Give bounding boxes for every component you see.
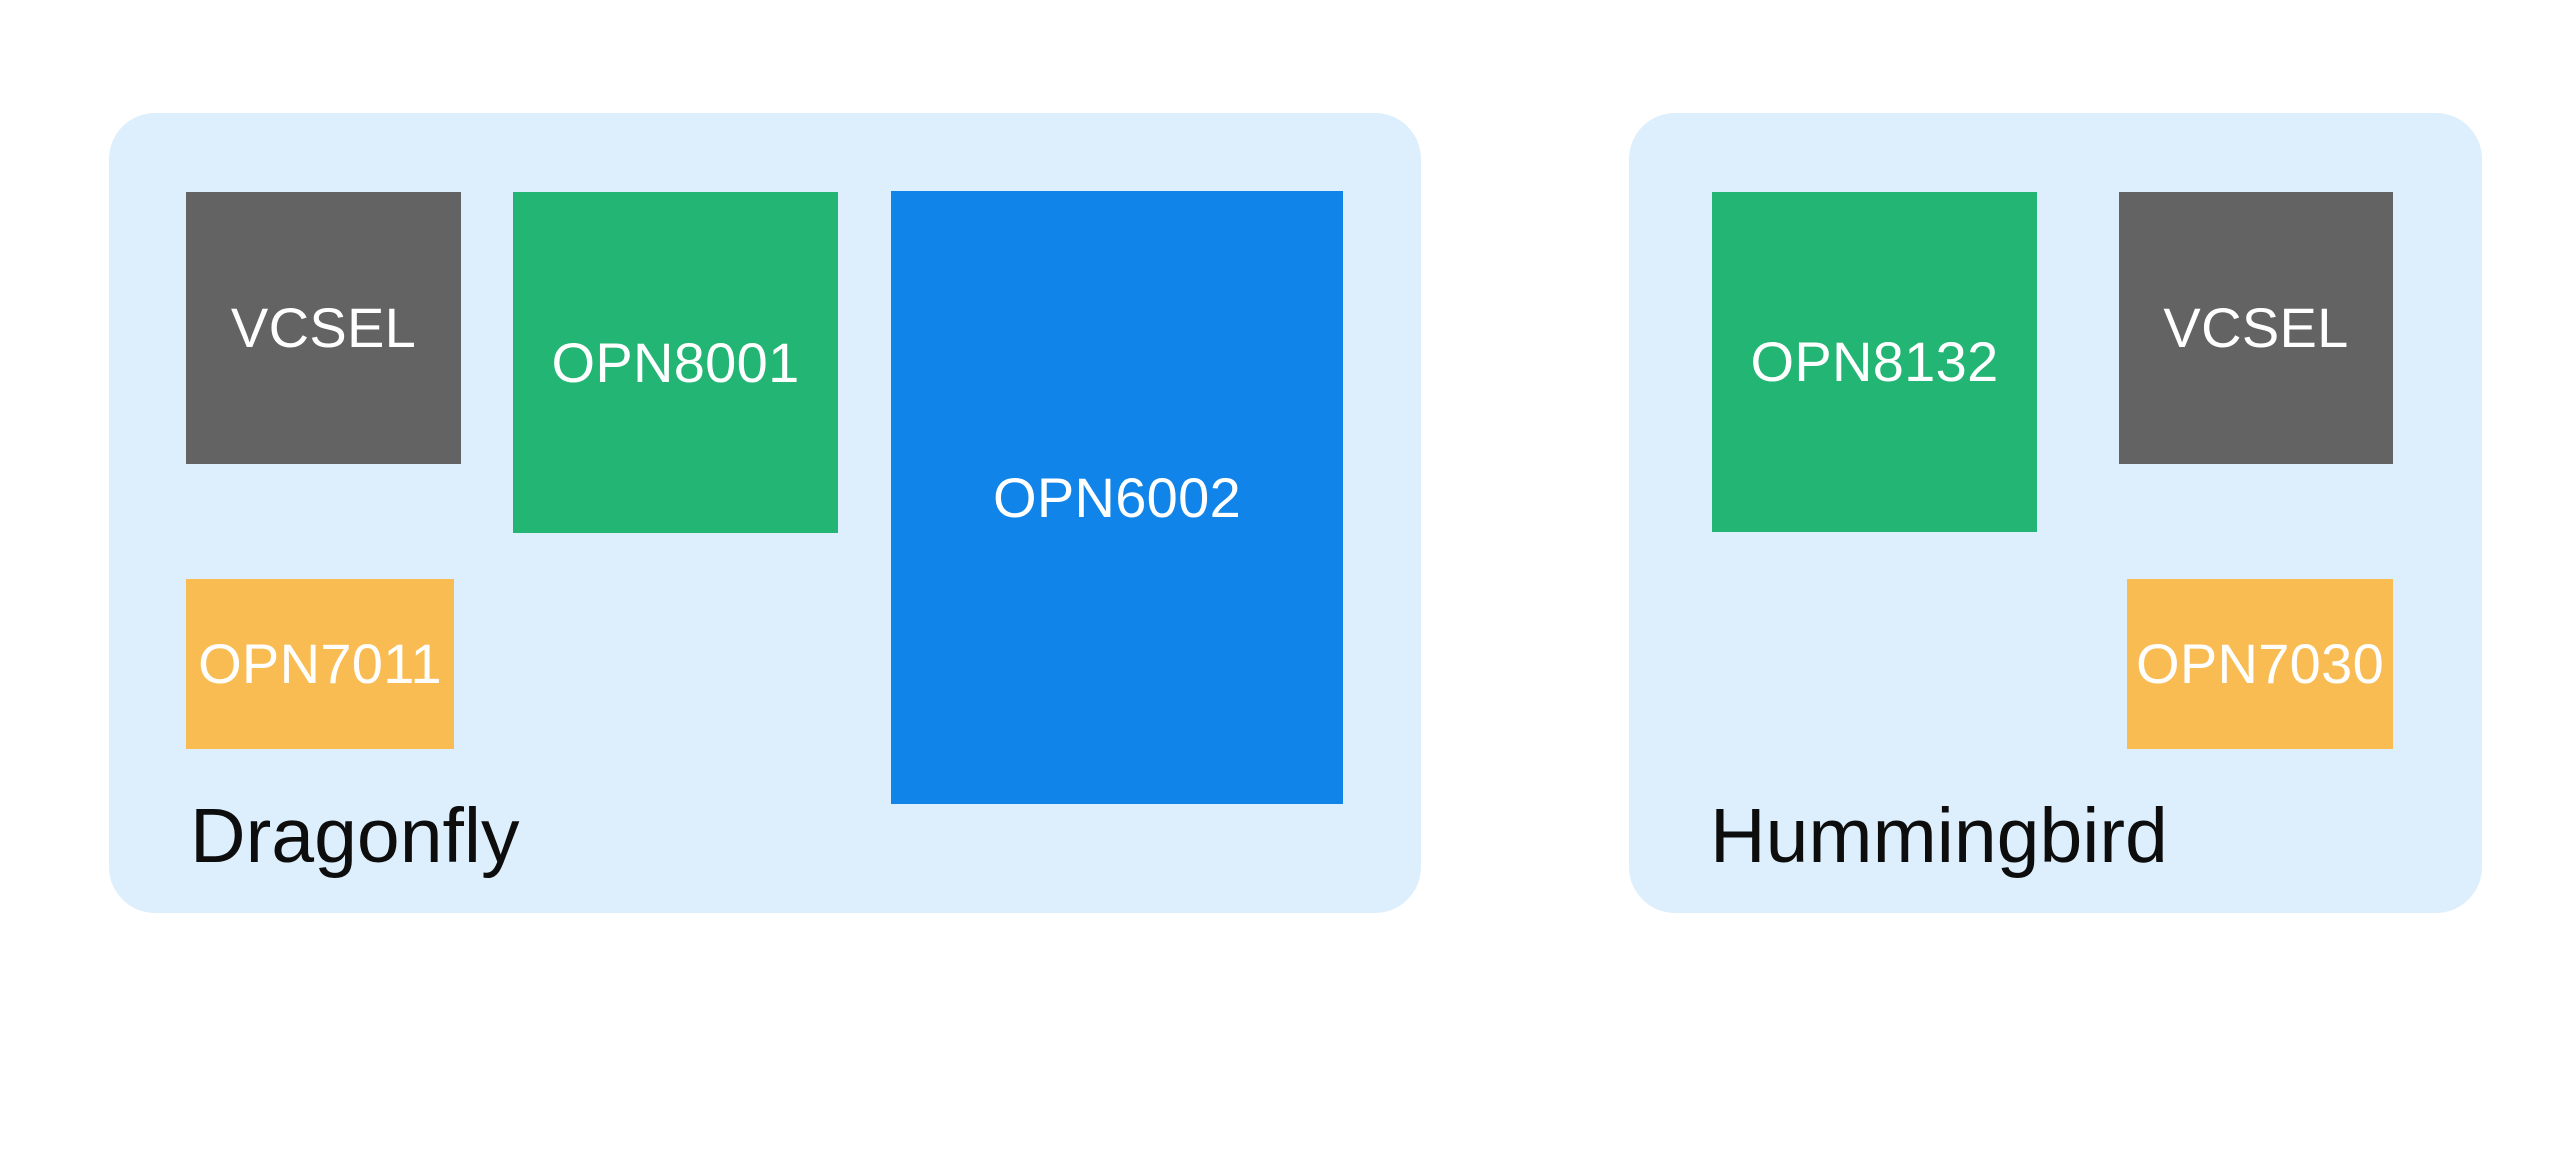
component-block-opn6002[interactable]: OPN6002 <box>891 191 1343 804</box>
component-block-opn7030[interactable]: OPN7030 <box>2127 579 2393 749</box>
component-block-label: OPN7030 <box>2135 632 2385 695</box>
component-block-label: OPN8132 <box>1750 330 1999 393</box>
component-block-label: OPN7011 <box>198 632 442 695</box>
group-title-hummingbird: Hummingbird <box>1710 793 2168 879</box>
component-block-label: OPN8001 <box>551 330 800 394</box>
component-block-opn7011[interactable]: OPN7011 <box>186 579 454 749</box>
component-block-opn8001[interactable]: OPN8001 <box>513 192 838 533</box>
component-block-label: VCSEL <box>230 296 417 359</box>
component-block-label: VCSEL <box>2163 296 2349 359</box>
component-block-opn8132[interactable]: OPN8132 <box>1712 192 2037 532</box>
component-block-label: OPN6002 <box>992 465 1242 529</box>
component-block-vcsel[interactable]: VCSEL <box>2119 192 2393 464</box>
component-block-vcsel[interactable]: VCSEL <box>186 192 461 464</box>
group-title-dragonfly: Dragonfly <box>190 793 520 879</box>
